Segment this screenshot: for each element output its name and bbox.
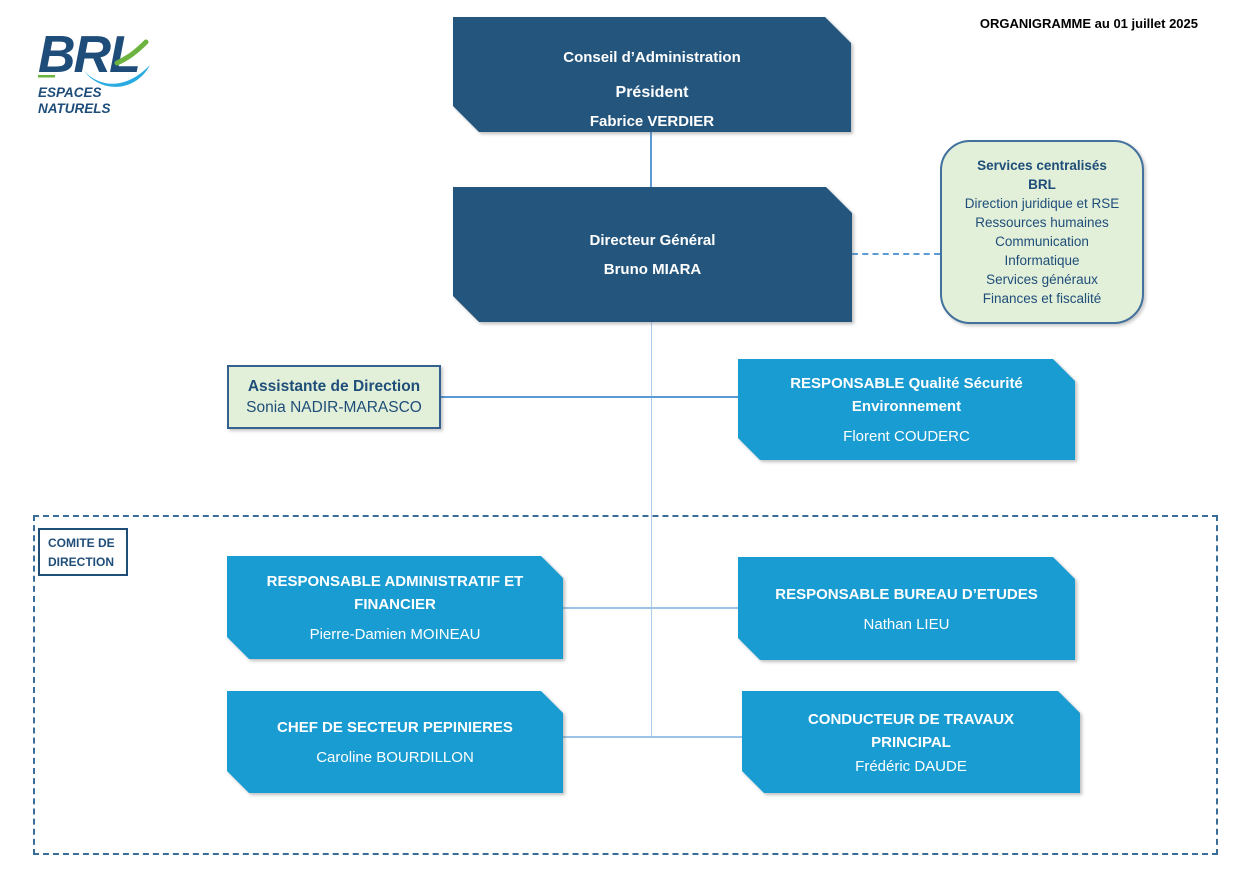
node-person-name: Sonia NADIR-MARASCO xyxy=(246,399,422,416)
logo-wave-icon xyxy=(84,65,150,87)
org-node-responsable-administratif-financier: RESPONSABLE ADMINISTRATIF ET FINANCIER P… xyxy=(227,556,563,659)
org-node-responsable-bureau-etudes: RESPONSABLE BUREAU D’ETUDES Nathan LIEU xyxy=(738,557,1075,660)
node-title: RESPONSABLE Qualité Sécurité Environneme… xyxy=(790,375,1023,415)
logo-underline-icon xyxy=(38,75,55,78)
service-item: Services généraux xyxy=(986,272,1098,287)
connector-conseil-directeur xyxy=(650,132,652,187)
node-person-name: Pierre-Damien MOINEAU xyxy=(309,626,481,643)
node-title: RESPONSABLE BUREAU D’ETUDES xyxy=(775,585,1038,603)
node-person-name: Fabrice VERDIER xyxy=(589,113,715,130)
logo-brand-text: BRL xyxy=(38,26,139,84)
comite-direction-label: COMITE DE DIRECTION xyxy=(38,528,128,576)
node-title: CONDUCTEUR DE TRAVAUX PRINCIPAL xyxy=(807,710,1015,751)
node-title: Conseil d’Administration xyxy=(563,49,741,66)
node-title: Assistante de Direction xyxy=(247,378,421,395)
org-node-responsable-qse: RESPONSABLE Qualité Sécurité Environneme… xyxy=(738,359,1075,460)
connector-row1 xyxy=(563,607,740,609)
org-node-conducteur-travaux-principal: CONDUCTEUR DE TRAVAUX PRINCIPAL Frédéric… xyxy=(742,691,1080,793)
connector-assistante-qse xyxy=(441,396,739,398)
node-person-name: Caroline BOURDILLON xyxy=(316,749,474,766)
node-title: Directeur Général xyxy=(589,231,716,249)
node-person-name: Florent COUDERC xyxy=(843,428,970,445)
node-title: RESPONSABLE ADMINISTRATIF ET FINANCIER xyxy=(266,573,524,613)
node-role: Président xyxy=(615,84,689,101)
service-item: Direction juridique et RSE xyxy=(964,196,1120,211)
logo-swoosh-icon xyxy=(114,39,149,66)
logo-subtitle-line2: NATURELS xyxy=(38,101,111,116)
service-item: Finances et fiscalité xyxy=(982,291,1102,306)
node-person-name: Bruno MIARA xyxy=(603,260,702,278)
org-node-conseil-administration: Conseil d’Administration Président Fabri… xyxy=(453,17,851,132)
connector-row2 xyxy=(563,736,743,738)
connector-central-vertical xyxy=(651,322,652,737)
comite-direction-container xyxy=(33,515,1218,855)
org-node-directeur-general: Directeur Général Bruno MIARA xyxy=(453,187,852,322)
brl-logo-graphic: BRL ESPACES NATURELS xyxy=(38,26,150,116)
org-node-chef-secteur-pepinieres: CHEF DE SECTEUR PEPINIERES Caroline BOUR… xyxy=(227,691,563,793)
logo-subtitle-line1: ESPACES xyxy=(38,85,102,100)
service-item: Communication xyxy=(995,234,1089,249)
connector-directeur-services-dashed xyxy=(852,253,940,255)
service-item: Ressources humaines xyxy=(975,215,1109,230)
document-title: ORGANIGRAMME au 01 juillet 2025 xyxy=(979,16,1198,31)
node-person-name: Frédéric DAUDE xyxy=(855,757,967,775)
node-title: CHEF DE SECTEUR PEPINIERES xyxy=(277,719,513,736)
node-person-name: Nathan LIEU xyxy=(863,615,950,633)
service-item: Informatique xyxy=(1004,253,1080,268)
node-title: Services centralisés BRL xyxy=(977,158,1107,192)
brl-logo: BRL ESPACES NATURELS xyxy=(20,8,200,126)
org-node-assistante-direction: Assistante de Direction Sonia NADIR-MARA… xyxy=(227,365,441,429)
org-node-services-centralises: Services centralisés BRL Direction jurid… xyxy=(940,140,1144,324)
